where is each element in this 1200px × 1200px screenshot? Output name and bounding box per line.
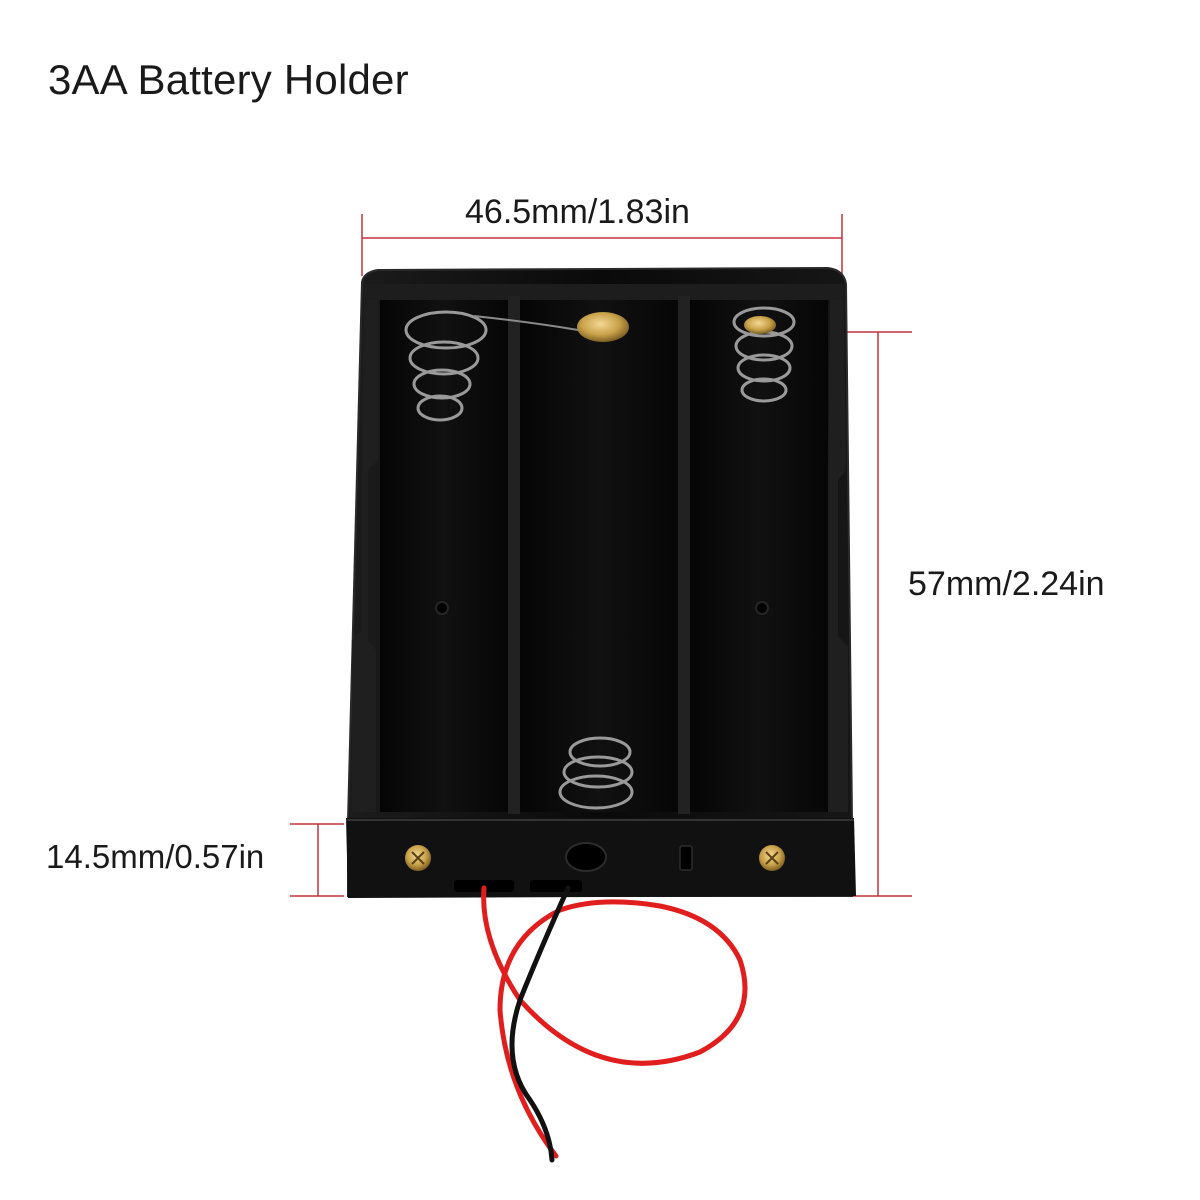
spring-contact-top-left [404,310,488,422]
wire-exit-slot-right [530,880,582,892]
width-dimension-label: 46.5mm/1.83in [465,193,690,231]
depth-dimension-label: 14.5mm/0.57in [46,838,265,875]
black-wire [509,885,571,1163]
front-slot [679,845,693,871]
slot-divider-right [678,296,690,814]
mount-hole-right [755,601,769,615]
slot-left [380,300,508,812]
depth-dimension-line [290,823,344,897]
height-dimension-line [846,331,912,897]
connecting-wire-top [473,315,579,331]
flat-contact-top-middle [577,312,629,342]
slot-right [690,300,828,812]
slot-middle [520,300,678,812]
slot-divider-left [508,296,520,814]
spring-contact-bottom-middle [558,736,634,810]
product-title: 3AA Battery Holder [48,56,409,103]
holder-front-face [346,818,856,898]
front-center-hole [565,842,607,872]
spring-tip-top-right [744,316,776,334]
battery-slots [380,296,828,814]
width-dimension-line [361,214,843,276]
red-wire [481,885,748,1159]
height-dimension-label: 57mm/2.24in [908,565,1105,603]
mount-hole-left [435,601,449,615]
